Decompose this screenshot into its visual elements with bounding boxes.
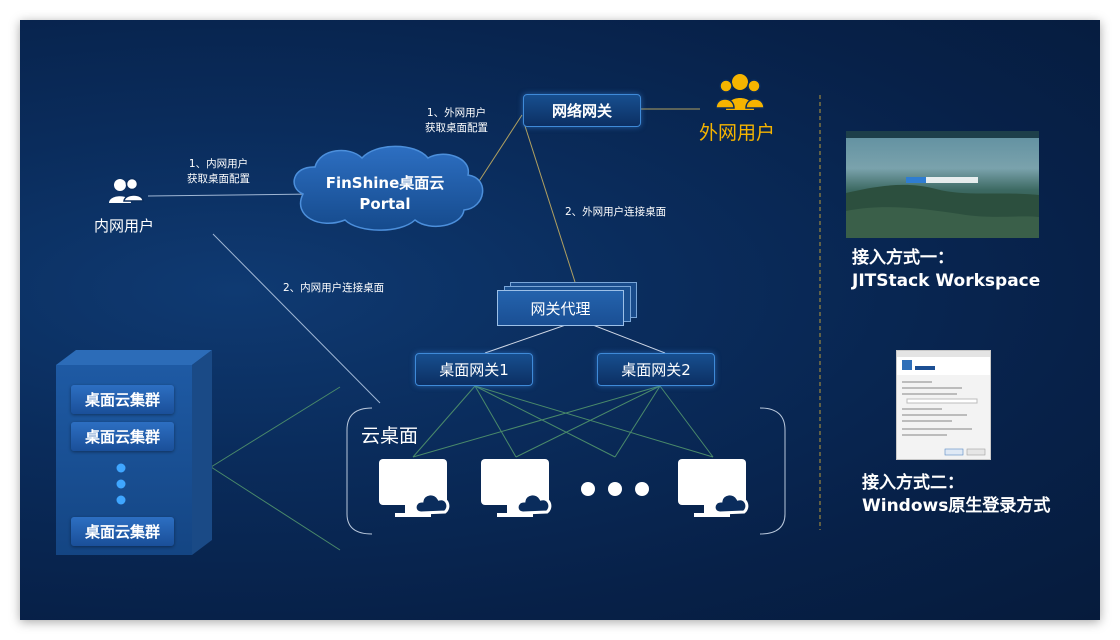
annotation-external-get: 1、外网用户 获取桌面配置 xyxy=(425,107,488,134)
access-method-1-label: 接入方式一： JITStack Workspace xyxy=(852,248,1041,291)
cluster-item: 桌面云集群 xyxy=(71,385,174,414)
monitor-cloud-icon xyxy=(377,457,453,527)
cluster-item: 桌面云集群 xyxy=(71,422,174,451)
windows-rdp-screenshot-image xyxy=(896,350,991,460)
line-gateway-proxy xyxy=(524,125,576,283)
users-icon xyxy=(715,70,765,116)
ellipsis-icon xyxy=(580,481,652,501)
line-internal-portal xyxy=(147,193,316,197)
monitor-cloud-icon xyxy=(479,457,555,527)
external-user-label: 外网用户 xyxy=(699,122,776,144)
monitor-cloud-icon xyxy=(676,457,752,527)
lines-gateway-desktops xyxy=(412,385,714,458)
line-internal-desktop xyxy=(212,233,381,404)
vertical-ellipsis-icon xyxy=(116,463,126,509)
annotation-internal-connect: 2、内网用户连接桌面 xyxy=(283,282,385,294)
bracket-right xyxy=(759,407,786,535)
portal-label: FinShine桌面云 Portal xyxy=(325,174,445,213)
internal-user-label: 内网用户 xyxy=(94,217,155,235)
line-cluster-bottom xyxy=(210,466,341,551)
line-portal-gateway xyxy=(471,114,523,193)
annotation-external-connect: 2、外网用户连接桌面 xyxy=(565,206,667,218)
portal-cloud-shape xyxy=(293,145,484,231)
line-cluster-top xyxy=(210,386,341,468)
access-method-2-label: 接入方式二： Windows原生登录方式 xyxy=(862,473,1051,516)
network-gateway-node: 网络网关 xyxy=(523,94,641,127)
cloud-desktop-label: 云桌面 xyxy=(361,425,419,447)
workspace-screenshot-image xyxy=(846,131,1039,238)
desktop-gateway-2-node: 桌面网关2 xyxy=(597,353,715,386)
users-icon xyxy=(108,176,144,210)
desktop-gateway-1-node: 桌面网关1 xyxy=(415,353,533,386)
cluster-item: 桌面云集群 xyxy=(71,517,174,546)
bracket-left xyxy=(346,407,373,535)
architecture-slide: 内网用户 1、内网用户 获取桌面配置 2、内网用户连接桌面 1、外网用户 获取桌… xyxy=(20,20,1100,620)
annotation-internal-get: 1、内网用户 获取桌面配置 xyxy=(187,158,250,185)
gateway-proxy-node: 网关代理 xyxy=(497,290,624,326)
